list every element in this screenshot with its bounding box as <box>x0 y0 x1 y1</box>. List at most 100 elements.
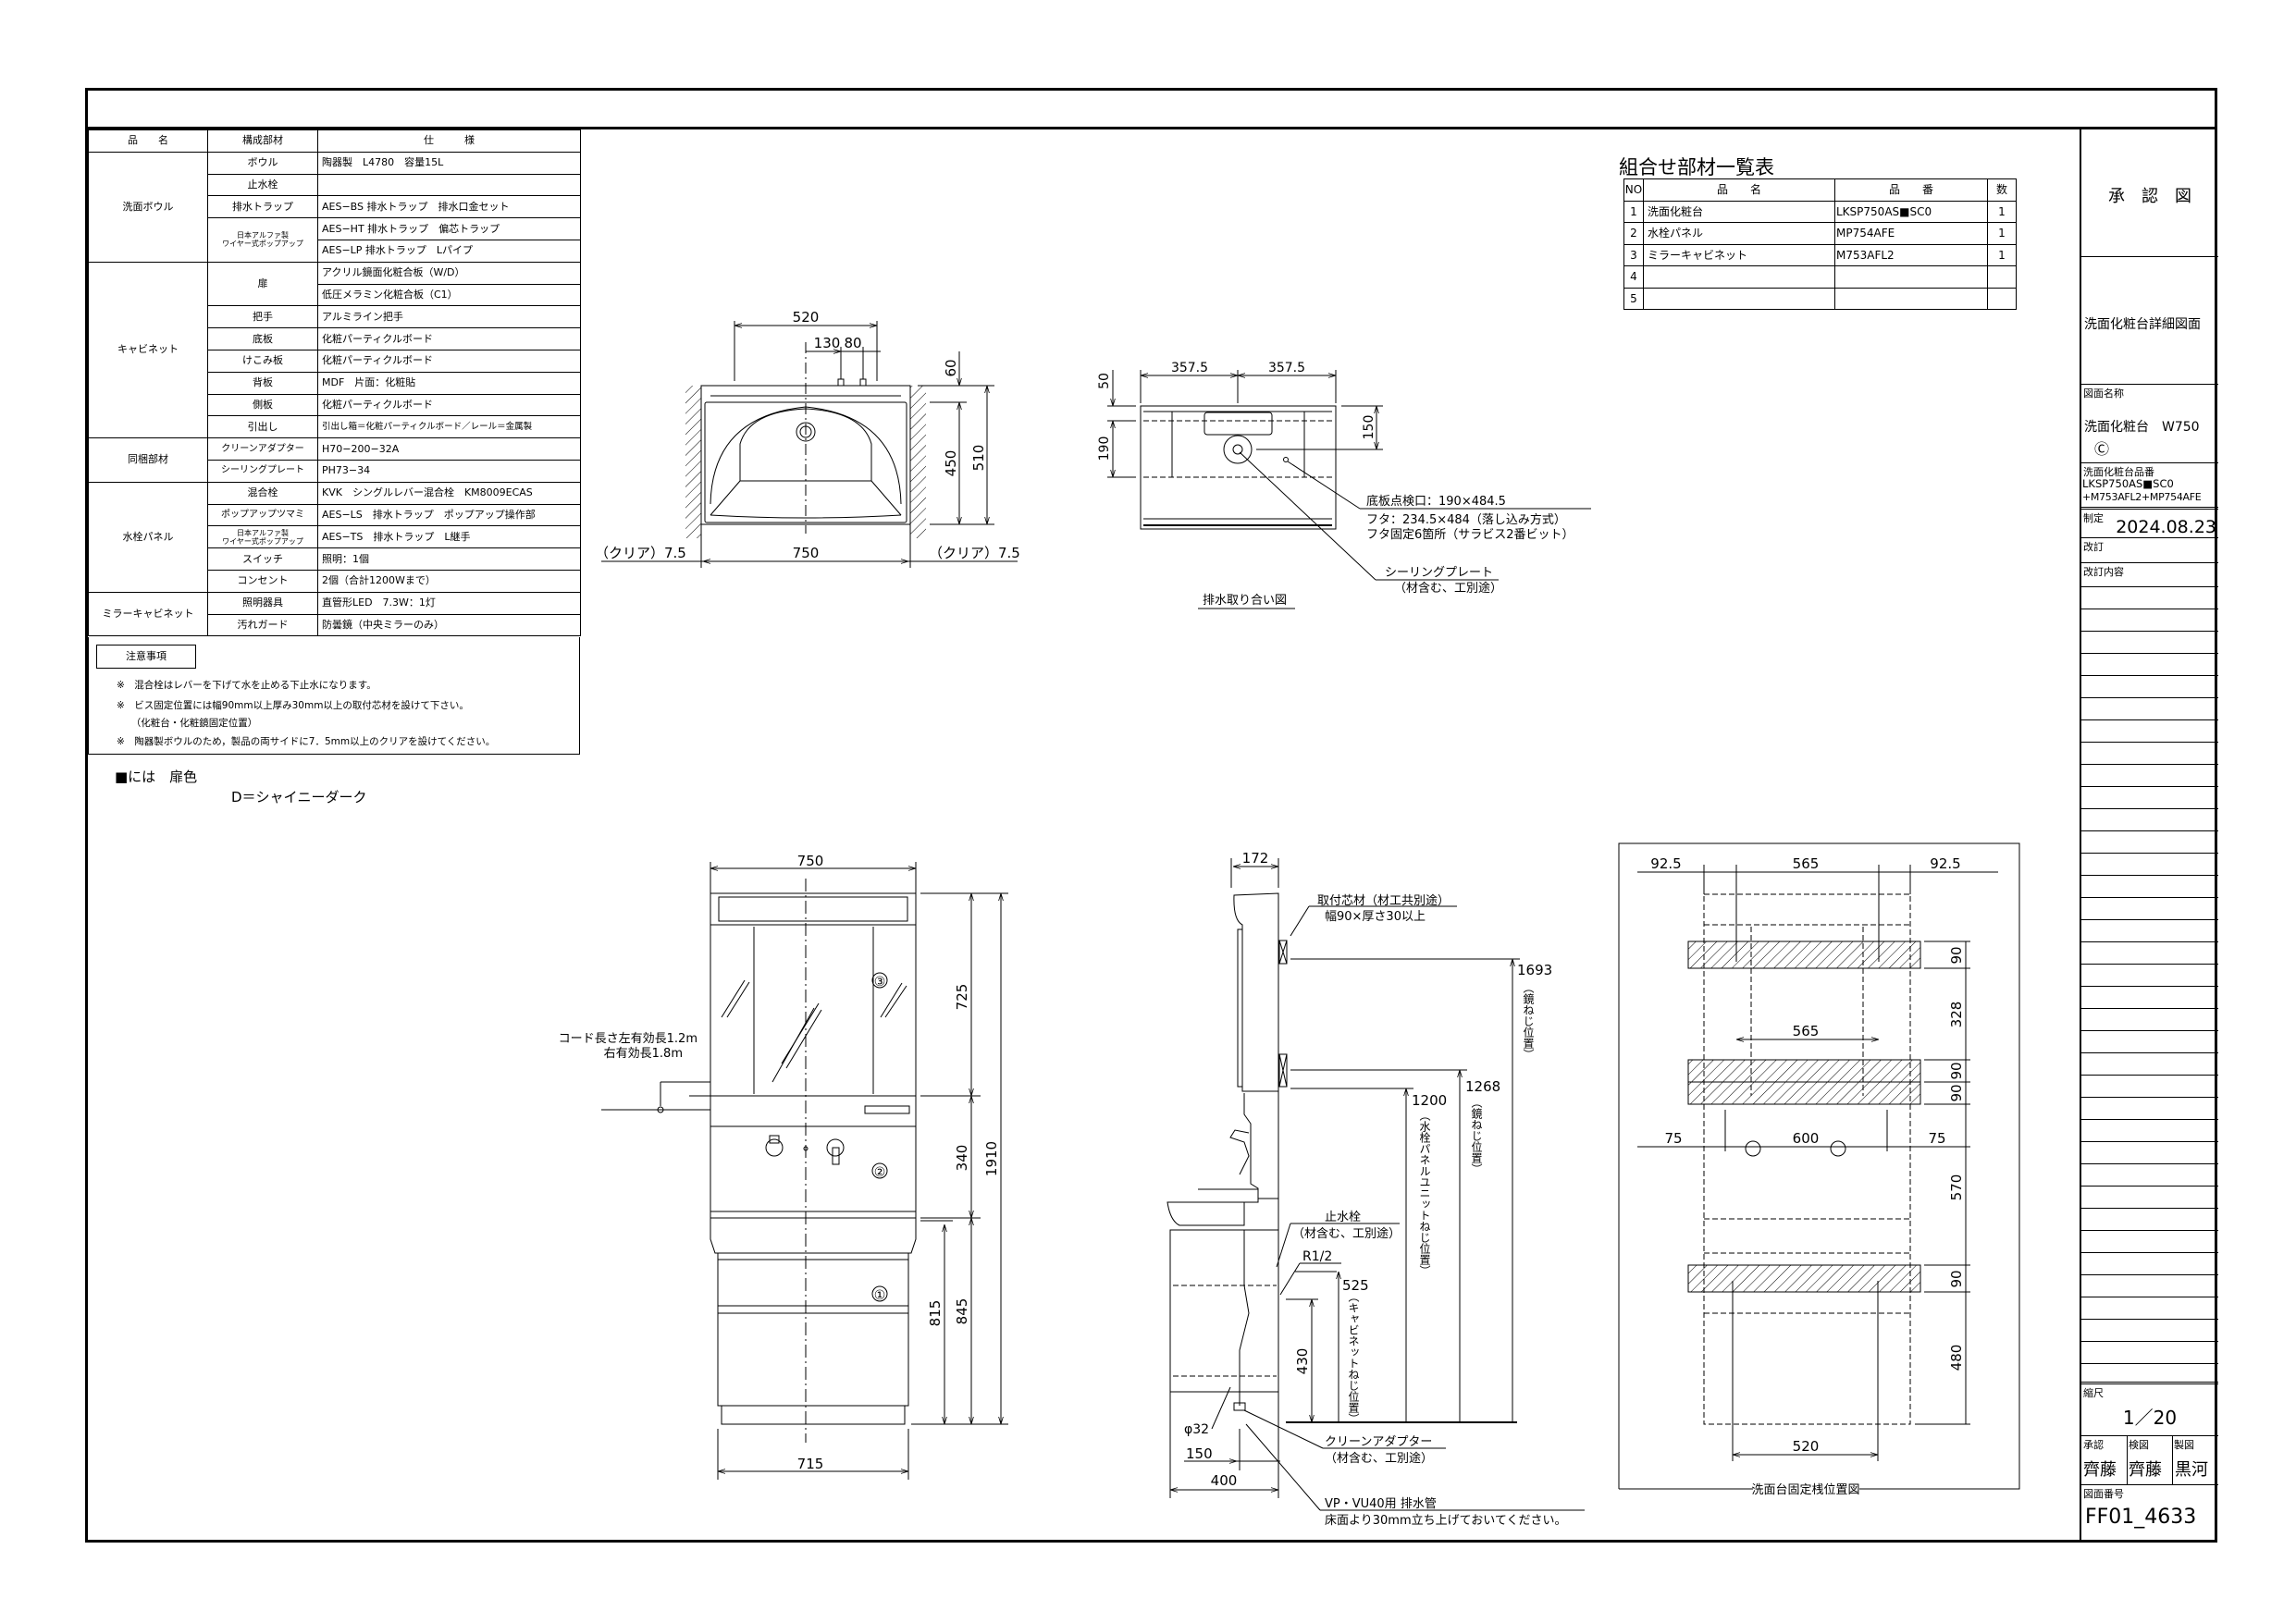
clean-adapter-label: クリーンアダプター <box>1325 1435 1432 1449</box>
fixing-view-caption: 洗面台固定桟位置図 <box>1751 1483 1859 1497</box>
lid-spec: フタ：234.5×484（落し込み方式） <box>1366 512 1566 527</box>
spec-cell: 防曇鏡（中央ミラーのみ） <box>317 613 581 637</box>
combo-cell <box>1643 287 1835 310</box>
table-row: 洗面ボウルボウル陶器製 L4780 容量15L <box>88 151 581 263</box>
dim-1268: 1268 <box>1465 1078 1500 1095</box>
dim-845: 845 <box>954 1298 970 1325</box>
v-dim-480: 480 <box>1948 1345 1965 1371</box>
dim-190: 190 <box>1097 436 1112 461</box>
dim-172: 172 <box>1242 850 1269 867</box>
table-row: 側板化粧パーティクルボード <box>89 393 581 417</box>
side-elevation-labels: 172 1693 1268 1200 （鏡ねじ位置） （鏡ねじ位置） （水栓パネ… <box>1184 850 1566 1528</box>
v-dim-570: 570 <box>1948 1174 1965 1201</box>
dim-92-5-right: 92.5 <box>1930 855 1960 872</box>
spec-cell <box>317 173 581 197</box>
spec-cell: AES−LP 排水トラップ Lパイプ <box>317 239 581 263</box>
group-faucet-panel: 水栓パネル <box>88 481 208 593</box>
part-cell: シーリングプレート <box>207 459 318 483</box>
dim-430: 430 <box>1294 1348 1311 1375</box>
part-cell: コンセント <box>207 569 318 593</box>
combo-cell: 1 <box>1987 243 2017 266</box>
dim-400: 400 <box>1211 1472 1238 1489</box>
title-block: 承 認 図 洗面化粧台詳細図面 図面名称 洗面化粧台 W750 Ⓒ 洗面化粧台品… <box>2080 129 2218 1542</box>
dim-1910: 1910 <box>983 1141 1000 1176</box>
dim-130: 130 <box>814 335 841 351</box>
stop-valve-label: 止水栓 <box>1325 1211 1361 1224</box>
mark-2: ② <box>874 1165 886 1180</box>
dim-565-mid: 565 <box>1793 1023 1820 1039</box>
v-dim-90-c: 90 <box>1948 1084 1965 1101</box>
spec-table: 品 名 構成部材 仕 様 洗面ボウルボウル陶器製 L4780 容量15L 止水栓… <box>88 129 581 637</box>
drawing-type-cell: 洗面化粧台詳細図面 <box>2081 257 2218 385</box>
dim-750-front: 750 <box>797 853 824 869</box>
combo-header-cell: 品 番 <box>1834 178 1988 202</box>
dim-340: 340 <box>954 1145 970 1172</box>
clear-right: （クリア）7.5 <box>929 545 1020 561</box>
combo-row: 5 <box>1623 287 2017 310</box>
checked-label: 検図 <box>2129 1439 2149 1451</box>
part-cell: ポップアップツマミ <box>207 503 318 527</box>
table-row: けこみ板化粧パーティクルボード <box>89 349 581 373</box>
panel-screw-position: （水栓パネルユニットねじ位置） <box>1418 1110 1431 1276</box>
stop-valve-note: （材含む、工別途） <box>1292 1226 1401 1241</box>
combo-header: NO 品 名 品 番 数 <box>1623 178 2017 202</box>
cord-length-right: 右有効長1.8m <box>604 1047 683 1061</box>
table-row: 低圧メラミン化粧合板（C1） <box>89 283 581 307</box>
top-strip <box>85 88 2217 129</box>
fixing-position-labels: 92.5 565 92.5 565 75 600 75 520 90 328 9… <box>1650 855 1965 1497</box>
spec-cell: アルミライン把手 <box>317 305 581 329</box>
part-cell: けこみ板 <box>207 349 318 373</box>
drain-plan-labels: 357.5 357.5 50 190 150 底板点検口：190×484.5 フ… <box>1097 361 1574 608</box>
clean-adapter-note: （材含む、工別途） <box>1325 1451 1433 1466</box>
header-part: 構成部材 <box>207 129 318 153</box>
dim-1200: 1200 <box>1412 1092 1447 1109</box>
cord-length-left: コード長さ左有効長1.2m <box>559 1032 697 1046</box>
note-item: （化粧台・化粧鏡固定位置） <box>117 718 258 729</box>
dim-80: 80 <box>844 335 861 351</box>
dim-715: 715 <box>797 1456 824 1472</box>
dim-815: 815 <box>927 1300 944 1327</box>
spec-cell: AES−BS 排水トラップ 排水口金セット <box>317 195 581 219</box>
part-cell: スイッチ <box>207 547 318 571</box>
dim-150: 150 <box>1362 415 1376 440</box>
backing-material: 取付芯材（材工共別途） <box>1317 893 1450 908</box>
combo-cell: 1 <box>1987 200 2017 223</box>
dim-150-side: 150 <box>1186 1445 1213 1462</box>
product-no-1: LKSP750AS■SC0 <box>2082 477 2174 490</box>
part-cell: 排水トラップ <box>207 195 318 219</box>
table-row: AES−LP 排水トラップ Lパイプ <box>89 239 581 263</box>
spec-cell: KVK シングルレバー混合栓 KM8009ECAS <box>317 481 581 505</box>
spec-cell: AES−TS 排水トラップ L継手 <box>317 525 581 549</box>
part-cell: 止水栓 <box>207 173 318 197</box>
backing-size: 幅90×厚さ30以上 <box>1325 910 1426 924</box>
drawing-name-mark: Ⓒ <box>2094 440 2110 458</box>
spec-header: 品 名 構成部材 仕 様 <box>88 129 581 153</box>
v-dim-328: 328 <box>1948 1002 1965 1028</box>
part-cell: 背板 <box>207 371 318 395</box>
header-spec: 仕 様 <box>317 129 581 153</box>
v-dim-90-b: 90 <box>1948 1062 1965 1079</box>
dim-750: 750 <box>793 545 820 561</box>
revision-label: 改訂 <box>2083 541 2104 553</box>
combo-cell <box>1834 287 1988 310</box>
drain-pipe-note: 床面より30mm立ち上げておいてください。 <box>1325 1514 1566 1528</box>
spec-cell: 直管形LED 7.3W：1灯 <box>317 591 581 615</box>
part-cell: 日本アルファ製 ワイヤー式ポップアップ <box>207 217 318 263</box>
combo-cell: ミラーキャビネット <box>1643 243 1835 266</box>
combo-header-cell: 品 名 <box>1643 178 1835 202</box>
lid-fix: フタ固定6箇所（サラビス2番ビット） <box>1366 527 1574 542</box>
notes-section: 注意事項 ※ 混合栓はレバーを下げて水を止める下止水になります。 ※ ビス固定位… <box>88 637 580 755</box>
dim-92-5-left: 92.5 <box>1650 855 1681 872</box>
part-cell: 照明器具 <box>207 591 318 615</box>
front-elevation-labels: 750 725 340 1910 845 815 715 コード長さ左有効長1.… <box>559 853 1000 1472</box>
phi32-label: φ32 <box>1184 1422 1209 1437</box>
fixing-position-view <box>1618 842 2020 1490</box>
table-row: 底板化粧パーティクルボード <box>89 327 581 350</box>
combo-cell <box>1987 287 2017 310</box>
sealing-plate-label: シーリングプレート <box>1385 566 1493 580</box>
drawing-name-cell: 図面名称 洗面化粧台 W750 Ⓒ <box>2081 385 2218 463</box>
group-bundled: 同梱部材 <box>88 437 208 483</box>
